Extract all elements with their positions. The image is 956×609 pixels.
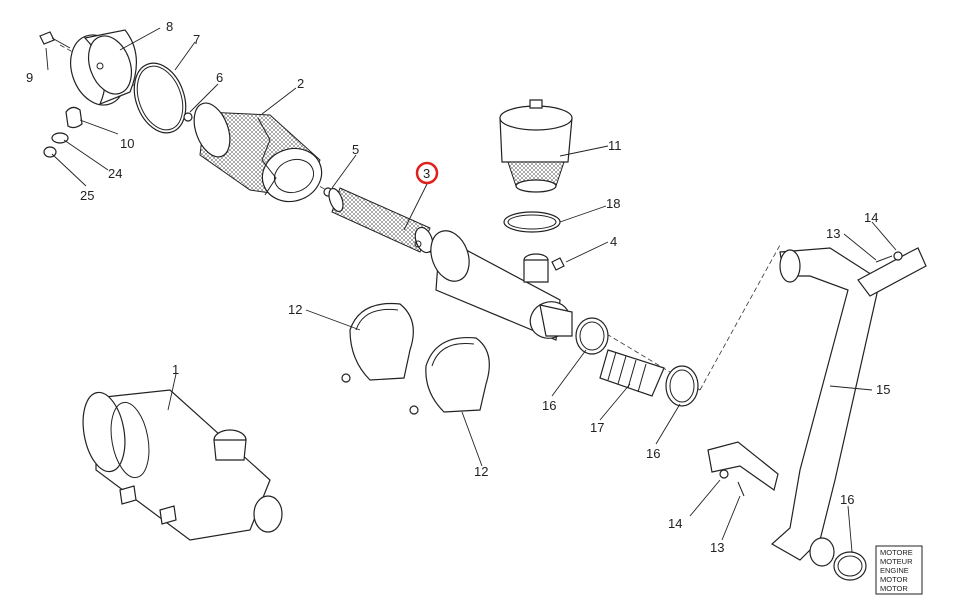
- hose-clamp-part-16-a[interactable]: [575, 317, 609, 355]
- callout-24[interactable]: 24: [108, 166, 122, 181]
- callout-4[interactable]: 4: [610, 234, 617, 249]
- callout-6[interactable]: 6: [216, 70, 223, 85]
- legend-line-1: MOTORE: [880, 548, 913, 557]
- callout-12-upper[interactable]: 12: [288, 302, 302, 317]
- safety-filter-part-3[interactable]: [326, 187, 436, 255]
- precleaner-part-11[interactable]: [499, 99, 573, 193]
- mounting-band-part-12-lower[interactable]: [409, 336, 490, 415]
- callout-16-c[interactable]: 16: [840, 492, 854, 507]
- callout-11[interactable]: 11: [608, 138, 622, 153]
- callout-2[interactable]: 2: [297, 76, 304, 91]
- callout-15[interactable]: 15: [876, 382, 890, 397]
- main-filter-element-part-2[interactable]: [187, 98, 329, 209]
- callout-12-lower[interactable]: 12: [474, 464, 488, 479]
- engine-legend-box: MOTORE MOTEUR ENGINE MOTOR MOTOR: [875, 545, 923, 595]
- bellows-hose-part-17[interactable]: [599, 349, 665, 397]
- callout-16-a[interactable]: 16: [542, 398, 556, 413]
- callout-17[interactable]: 17: [590, 420, 604, 435]
- callout-8[interactable]: 8: [166, 19, 173, 34]
- callout-9[interactable]: 9: [26, 70, 33, 85]
- cover-cap-part-8[interactable]: [61, 27, 139, 112]
- nut-part-6[interactable]: [183, 112, 193, 122]
- callout-14-lower[interactable]: 14: [668, 516, 682, 531]
- callout-3[interactable]: 3: [423, 166, 430, 181]
- hose-clamp-part-16-b[interactable]: [665, 365, 699, 407]
- screw-part-9[interactable]: [39, 31, 71, 49]
- legend-line-2: MOTEUR: [880, 557, 913, 566]
- intake-pipe-part-15[interactable]: [770, 247, 881, 567]
- callout-7[interactable]: 7: [193, 32, 200, 47]
- callout-16-b[interactable]: 16: [646, 446, 660, 461]
- legend-line-4: MOTOR: [880, 575, 908, 584]
- bracket-lower[interactable]: [707, 441, 779, 497]
- air-filter-assembly-part-1[interactable]: [77, 389, 283, 541]
- legend-line-3: ENGINE: [880, 566, 909, 575]
- callout-leader-lines: [45, 27, 897, 553]
- clamp-part-18[interactable]: [503, 211, 561, 233]
- callout-1[interactable]: 1: [172, 362, 179, 377]
- callout-labels: 8 7 6 2 5 3 11 18 4 10 24 25 9 12 12 1 1…: [26, 19, 890, 555]
- hose-clamp-part-16-c[interactable]: [833, 551, 867, 581]
- callout-13-upper[interactable]: 13: [826, 226, 840, 241]
- filter-housing-body[interactable]: [424, 225, 575, 343]
- highlight-ring-callout-3: [415, 161, 439, 185]
- screw-part-4[interactable]: [551, 257, 565, 271]
- callout-10[interactable]: 10: [120, 136, 134, 151]
- callout-14-upper[interactable]: 14: [864, 210, 878, 225]
- valve-part-10[interactable]: [65, 106, 83, 129]
- callout-18[interactable]: 18: [606, 196, 620, 211]
- legend-line-5: MOTOR: [880, 584, 908, 593]
- callout-5[interactable]: 5: [352, 142, 359, 157]
- callout-13-lower[interactable]: 13: [710, 540, 724, 555]
- bracket-upper[interactable]: [857, 247, 927, 297]
- mounting-band-part-12-upper[interactable]: [341, 302, 414, 383]
- o-ring-part-7[interactable]: [125, 56, 195, 140]
- callout-25[interactable]: 25: [80, 188, 94, 203]
